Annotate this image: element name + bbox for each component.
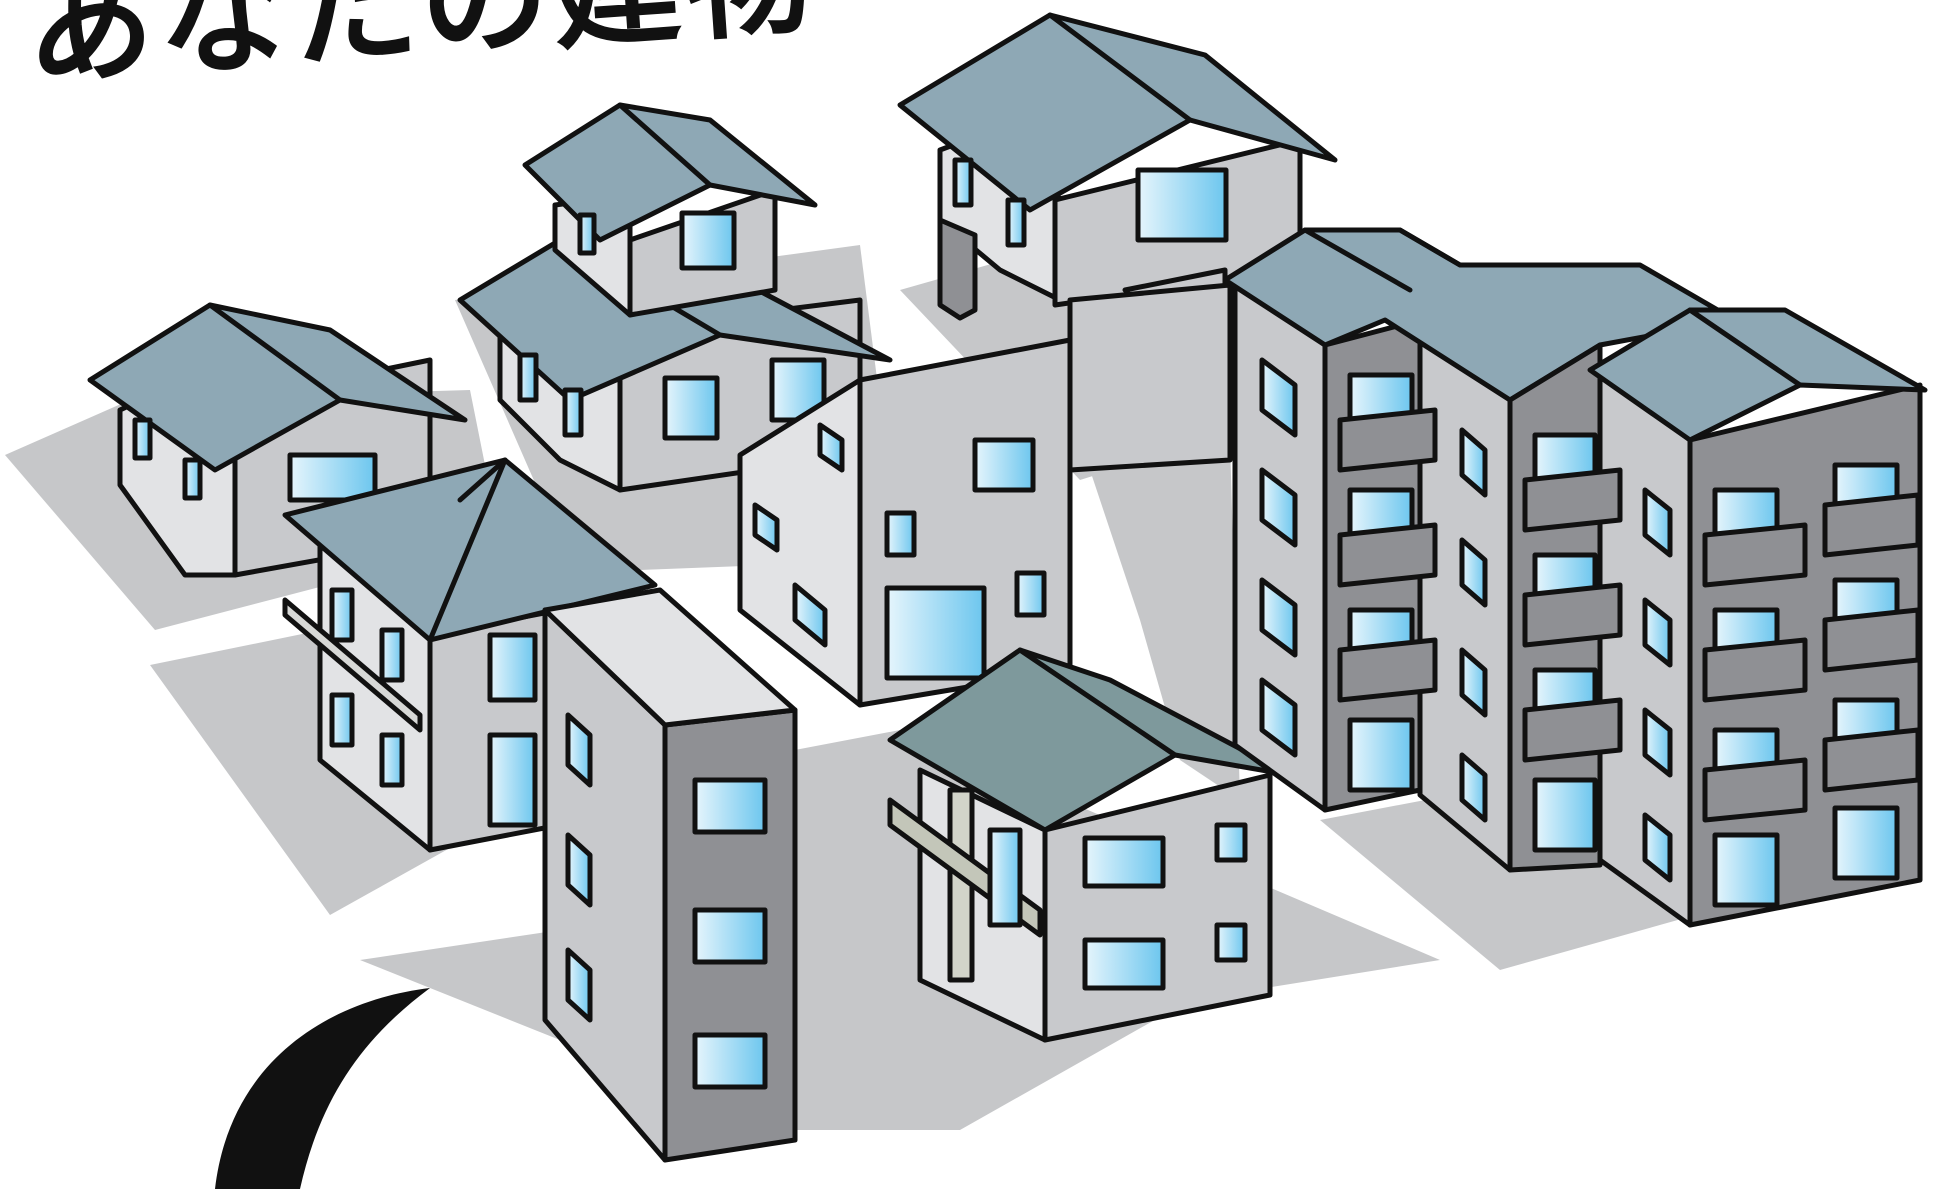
house-front-center — [887, 647, 1293, 1043]
curved-stroke-icon — [215, 988, 430, 1189]
apartment-windows-2 — [1522, 432, 1921, 908]
house-hipped-left — [282, 457, 658, 853]
apartment-windows-1 — [1259, 357, 1488, 823]
apartment-block-right-2 — [1507, 307, 1928, 928]
flat-building-center — [737, 282, 1233, 708]
tower-front-left — [542, 587, 798, 1163]
house-top-center — [897, 12, 1338, 348]
house-left — [87, 302, 468, 578]
apartment-block-right-1 — [1222, 227, 1738, 873]
